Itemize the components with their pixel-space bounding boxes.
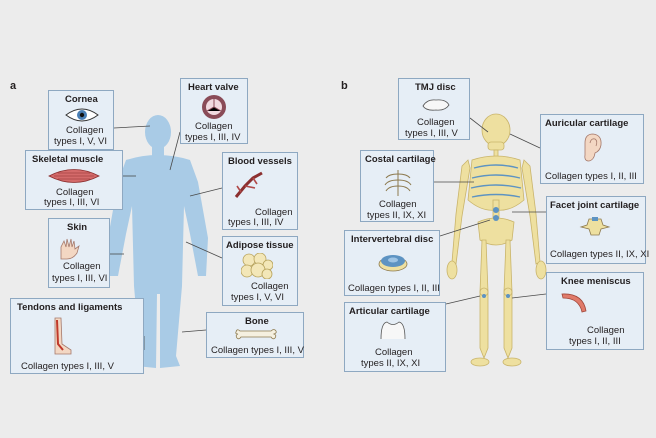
- bone-title: Bone: [245, 316, 269, 327]
- skin-box: Skin Collagen types I, III, VI: [48, 218, 110, 288]
- skin-title: Skin: [67, 222, 88, 233]
- intervertebral-disc-title: Intervertebral disc: [351, 234, 434, 245]
- heart-valve-box: Heart valve Collagen types I, III, IV: [180, 78, 248, 144]
- joint-surface-icon: [380, 321, 406, 340]
- ear-icon: [584, 133, 602, 162]
- tmj-disc-box: TMJ disc Collagen types I, III, V: [398, 78, 470, 140]
- skeleton: [446, 113, 547, 367]
- adipose-tissue-title: Adipose tissue: [226, 240, 294, 251]
- bone-icon: [235, 329, 277, 340]
- blood-vessels-title: Blood vessels: [228, 156, 292, 167]
- knee-meniscus-box: Knee meniscus Collagen types I, II, III: [546, 272, 644, 350]
- articular-cartilage-line1: Collagen: [375, 347, 413, 358]
- panel-label-a: a: [10, 80, 17, 92]
- cornea-line2: types I, V, VI: [54, 136, 107, 147]
- costal-cartilage-line2: types II, IX, XI: [367, 210, 427, 221]
- panel-label-b: b: [341, 80, 348, 92]
- vertebra-icon: [579, 217, 611, 236]
- tendons-ligaments-box: Tendons and ligaments Collagen types I, …: [10, 298, 144, 374]
- heart-valve-title: Heart valve: [188, 82, 239, 93]
- skin-line2: types I, III, VI: [52, 273, 108, 284]
- blood-vessels-line2: types I, III, IV: [228, 217, 284, 228]
- knee-meniscus-line1: Collagen: [587, 325, 625, 336]
- tmj-disc-line1: Collagen: [417, 117, 455, 128]
- hand-icon: [60, 238, 80, 260]
- auricular-cartilage-title: Auricular cartilage: [545, 118, 629, 129]
- knee-meniscus-line2: types I, II, III: [569, 336, 621, 347]
- adipose-tissue-line2: types I, V, VI: [231, 292, 284, 303]
- costal-cartilage-title: Costal cartilage: [365, 154, 436, 165]
- bone-box: Bone Collagen types I, III, V: [206, 312, 304, 358]
- skeletal-muscle-line1: Collagen: [56, 187, 94, 198]
- blood-vessel-icon: [234, 171, 263, 198]
- adipose-tissue-box: Adipose tissue Collagen types I, V, VI: [222, 236, 298, 306]
- heart-valve-icon: [202, 95, 226, 119]
- costal-cartilage-box: Costal cartilage Collagen types II, IX, …: [360, 150, 436, 222]
- tmj-disc-icon: [422, 99, 450, 111]
- intervertebral-disc-line1: Collagen types I, II, III: [348, 283, 440, 294]
- fat-cells-icon: [241, 253, 273, 279]
- tendon-icon: [54, 317, 72, 355]
- cornea-line1: Collagen: [66, 125, 104, 136]
- articular-cartilage-line2: types II, IX, XI: [361, 358, 421, 369]
- meniscus-icon: [561, 293, 587, 313]
- human-body-silhouette: [108, 115, 208, 368]
- tmj-disc-title: TMJ disc: [415, 82, 456, 93]
- muscle-icon: [48, 169, 100, 183]
- knee-meniscus-title: Knee meniscus: [561, 276, 631, 287]
- facet-joint-cartilage-box: Facet joint cartilage Collagen types II,…: [546, 196, 650, 264]
- skeletal-muscle-box: Skeletal muscle Collagen types I, III, V…: [25, 150, 123, 210]
- intervertebral-disc-box: Intervertebral disc Collagen types I, II…: [344, 230, 440, 296]
- disc-icon: [378, 255, 408, 272]
- facet-joint-cartilage-line1: Collagen types II, IX, XI: [550, 249, 650, 260]
- tendons-ligaments-title: Tendons and ligaments: [17, 302, 123, 313]
- bone-line1: Collagen types I, III, V: [211, 345, 304, 356]
- tendons-ligaments-line1: Collagen types I, III, V: [21, 361, 114, 372]
- leader-lines: [110, 117, 547, 350]
- skeletal-muscle-title: Skeletal muscle: [32, 154, 104, 165]
- costal-cartilage-line1: Collagen: [379, 199, 417, 210]
- cornea-title: Cornea: [65, 94, 98, 105]
- tmj-disc-line2: types I, III, V: [405, 128, 458, 139]
- auricular-cartilage-box: Auricular cartilage Collagen types I, II…: [540, 114, 644, 184]
- skeletal-muscle-line2: types I, III, VI: [44, 197, 100, 208]
- heart-valve-line1: Collagen: [195, 121, 233, 132]
- facet-joint-cartilage-title: Facet joint cartilage: [550, 200, 640, 211]
- blood-vessels-box: Blood vessels Collagen types I, III, IV: [222, 152, 298, 230]
- heart-valve-line2: types I, III, IV: [185, 132, 241, 143]
- auricular-cartilage-line1: Collagen types I, II, III: [545, 171, 637, 182]
- skin-line1: Collagen: [63, 261, 101, 272]
- articular-cartilage-title: Articular cartilage: [349, 306, 430, 317]
- adipose-tissue-line1: Collagen: [251, 281, 289, 292]
- eye-icon: [65, 108, 99, 122]
- cornea-box: Cornea Collagen types I, V, VI: [48, 90, 114, 150]
- blood-vessels-line1: Collagen: [255, 207, 293, 218]
- articular-cartilage-box: Articular cartilage Collagen types II, I…: [344, 302, 446, 372]
- cartilage-highlights: [482, 207, 510, 298]
- ribcage-icon: [384, 170, 412, 196]
